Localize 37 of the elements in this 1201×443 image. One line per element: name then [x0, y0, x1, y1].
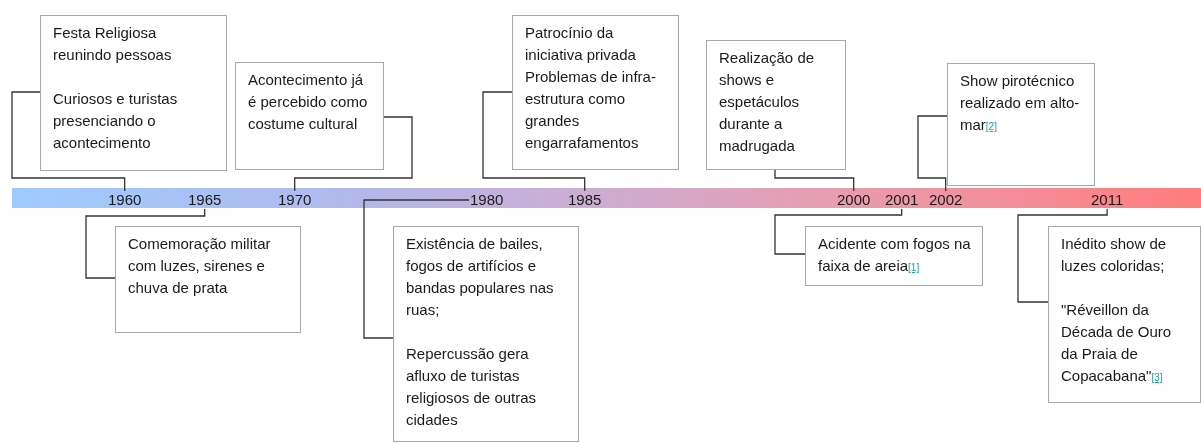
event-text: Curiosos e turistas presenciando o acontecimento [53, 89, 179, 153]
year-label: 2001 [885, 191, 919, 209]
event-box [235, 62, 384, 170]
year-label: 2011 [1091, 191, 1124, 209]
event-text: Existência de bailes, fogos de artifícios e bandas populares nas ruas; [406, 234, 555, 320]
event-text: Inédito show de luzes coloridas; [1061, 234, 1168, 276]
year-label: 2002 [929, 191, 963, 209]
event-text: Comemoração militar com luzes, sirenes e chuva de prata [128, 234, 272, 298]
leader-line [1017, 208, 1108, 303]
event-box [1048, 226, 1201, 403]
event-box [805, 226, 983, 286]
event-box [115, 226, 301, 333]
leader-line [482, 91, 586, 192]
event-box [706, 40, 846, 170]
year-label: 1965 [188, 191, 222, 209]
event-box [40, 15, 227, 171]
year-label: 1960 [108, 191, 142, 209]
event-text: Festa Religiosa reunindo pessoas [53, 23, 173, 65]
year-label: 2000 [837, 191, 871, 209]
event-text: Acontecimento já é percebido como costume cultural [248, 70, 369, 134]
leader-line [917, 115, 948, 192]
year-label: 1980 [470, 191, 504, 209]
event-box [393, 226, 579, 442]
leader-line [85, 208, 206, 279]
event-box [512, 15, 679, 170]
event-text: Repercussão gera afluxo de turistas religiosos de outras cidades [406, 344, 538, 430]
event-box [947, 63, 1095, 186]
leader-line [363, 199, 470, 339]
event-text: Patrocínio da iniciativa privada [525, 23, 637, 65]
leader-line [11, 91, 126, 192]
leader-line [774, 208, 903, 255]
year-label: 1970 [278, 191, 312, 209]
leader-line [294, 116, 413, 192]
event-text: Problemas de infra-estrutura como grandes engarrafamentos [525, 67, 657, 153]
event-text: Realização de shows e espetáculos durante a madrugada [719, 48, 816, 156]
leader-line [774, 169, 855, 192]
year-label: 1985 [568, 191, 602, 209]
